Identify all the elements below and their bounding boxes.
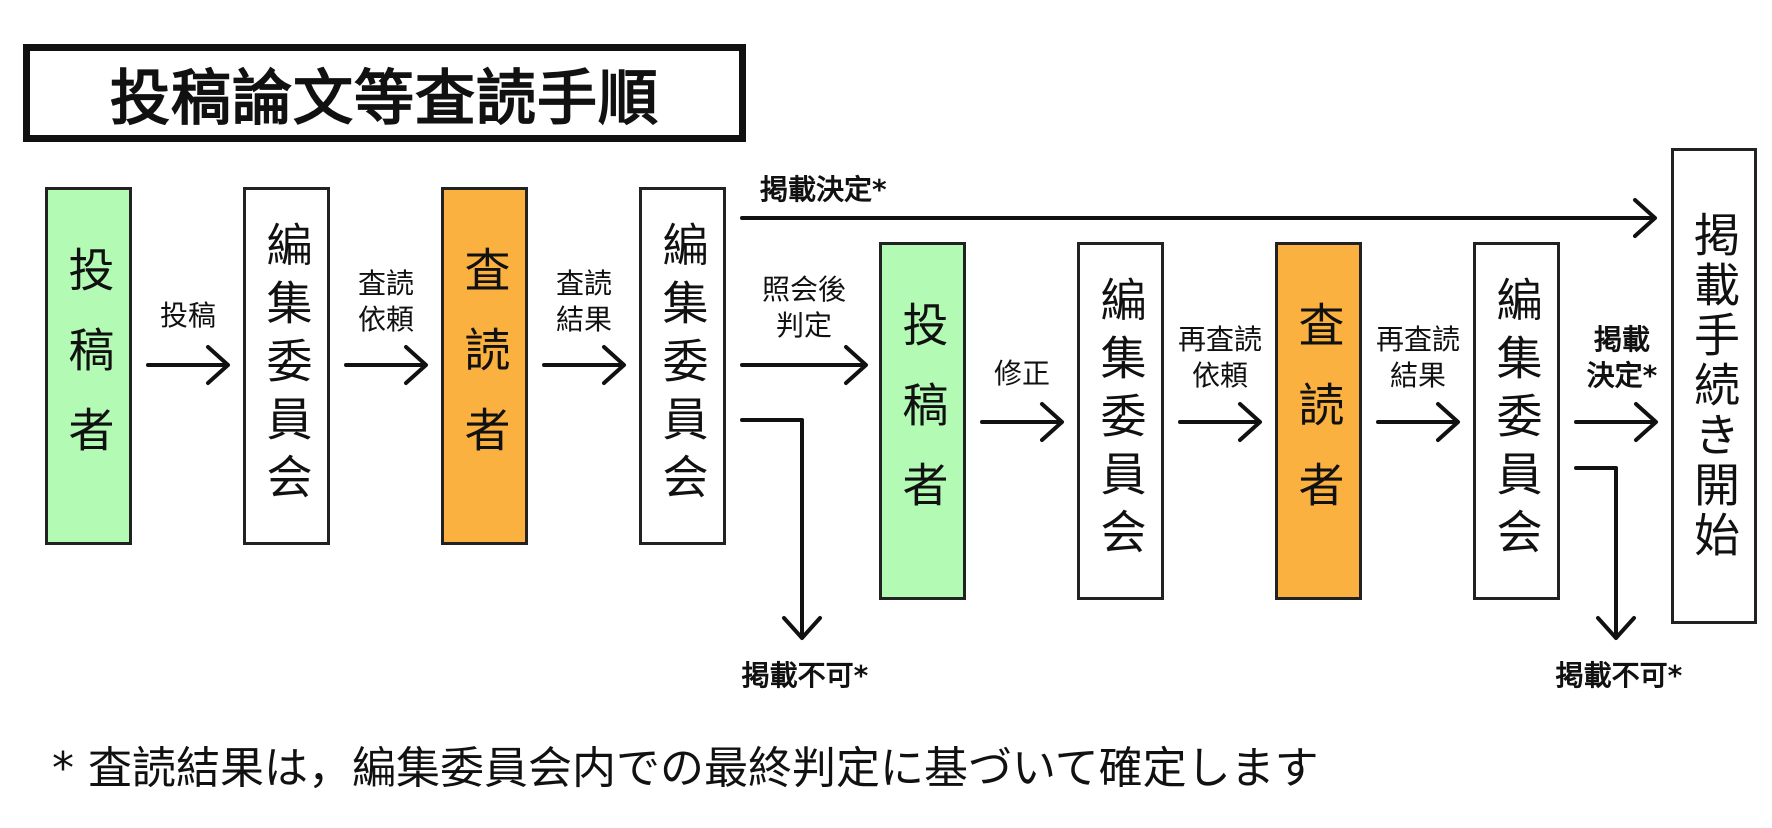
editorial-committee-box-4-label: 編集委員会 (1489, 276, 1544, 566)
arrow-rereview-request (1178, 402, 1262, 442)
submitter-box-2: 投稿者 (879, 242, 966, 600)
label-accept-final: 掲載 決定* (1586, 323, 1658, 392)
arrow-accept-final (1574, 402, 1658, 442)
arrow-accept-top (740, 198, 1657, 238)
label-submit: 投稿 (159, 299, 216, 332)
arrow-submit (146, 345, 230, 385)
label-reject-2: 掲載不可* (1555, 659, 1683, 692)
editorial-committee-box-4: 編集委員会 (1473, 242, 1560, 600)
label-rereview-request: 再査読 依頼 (1177, 323, 1262, 392)
editorial-committee-box-2-label: 編集委員会 (655, 221, 710, 511)
editorial-committee-box-1: 編集委員会 (243, 187, 330, 545)
arrow-review-request (344, 345, 428, 385)
reviewer-box-1: 査読者 (441, 187, 528, 545)
editorial-committee-box-3-label: 編集委員会 (1093, 276, 1148, 566)
arrow-reject-2 (1574, 466, 1636, 640)
arrow-review-result (542, 345, 626, 385)
editorial-committee-box-3: 編集委員会 (1077, 242, 1164, 600)
publication-procedure-box-label: 掲載手続き開始 (1687, 211, 1741, 561)
editorial-committee-box-1-label: 編集委員会 (259, 221, 314, 511)
reviewer-box-2-label: 査読者 (1291, 301, 1346, 541)
label-reject-1: 掲載不可* (741, 659, 869, 692)
label-rereview-result: 再査読 結果 (1375, 323, 1460, 392)
footnote: * 査読結果は，編集委員会内での最終判定に基づいて確定します (52, 743, 1319, 794)
arrow-reject-1 (740, 418, 822, 640)
submitter-box-2-label: 投稿者 (895, 301, 950, 541)
arrow-revise (980, 402, 1064, 442)
label-inquiry-judgment: 照会後 判定 (761, 273, 846, 342)
submitter-box-1: 投稿者 (45, 187, 132, 545)
label-revise: 修正 (993, 357, 1050, 390)
submitter-box-1-label: 投稿者 (61, 246, 116, 486)
diagram-title: 投稿論文等査読手順 (23, 44, 746, 142)
arrow-inquiry-judgment (740, 345, 868, 385)
label-review-result: 査読 結果 (555, 267, 612, 336)
publication-procedure-box: 掲載手続き開始 (1671, 148, 1757, 624)
reviewer-box-2: 査読者 (1275, 242, 1362, 600)
reviewer-box-1-label: 査読者 (457, 246, 512, 486)
label-review-request: 査読 依頼 (357, 267, 414, 336)
editorial-committee-box-2: 編集委員会 (639, 187, 726, 545)
arrow-rereview-result (1376, 402, 1460, 442)
diagram-title-text: 投稿論文等査読手順 (110, 63, 659, 134)
label-accept-top: 掲載決定* (760, 173, 887, 206)
